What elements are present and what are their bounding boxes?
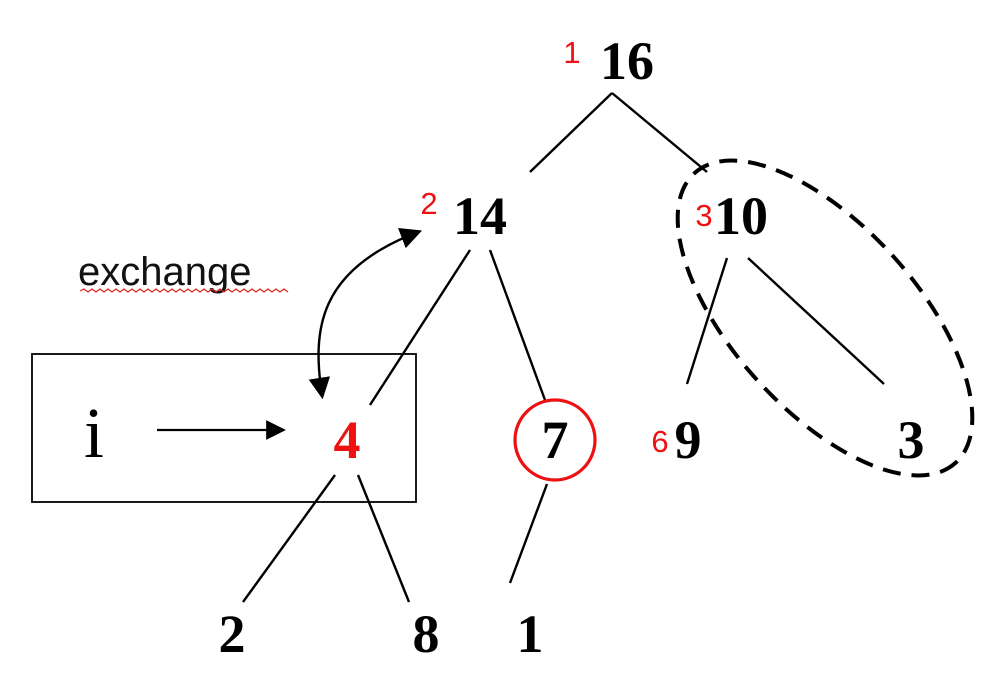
edge-n7-n1 [508,483,549,584]
node-4: 4 [334,410,361,470]
node-16: 16 [600,31,654,91]
exchange-double-arrow [308,228,423,400]
edge-n10-n9 [685,257,729,385]
edge-n4-n8 [356,474,411,603]
edge-n10-n3 [747,257,885,385]
node-2: 2 [219,604,246,664]
pointer-variable-label: i [84,393,104,473]
node-1: 1 [517,604,544,664]
edge-n14-n4 [368,249,472,406]
node-7: 7 [542,410,569,470]
exchange-label: exchange [78,250,251,294]
edge-n14-n7 [488,249,547,401]
dashed-subtree-outline [675,158,975,478]
edge-n4-n2 [242,474,336,603]
pointer-box [31,353,417,503]
node-9: 9 [675,410,702,470]
tree-edges [242,92,885,603]
node-14-index: 2 [420,186,437,221]
node-9-index: 6 [651,424,668,459]
node-8: 8 [413,604,440,664]
node-16-index: 1 [563,35,580,70]
node-3: 3 [898,410,925,470]
edge-n16-n10 [611,92,708,173]
circled-node-7-ring [513,398,597,482]
node-14: 14 [453,186,507,246]
spellcheck-underline [79,288,289,293]
edge-n16-n14 [529,92,613,173]
node-10-index: 3 [695,198,712,233]
node-10: 10 [714,186,768,246]
